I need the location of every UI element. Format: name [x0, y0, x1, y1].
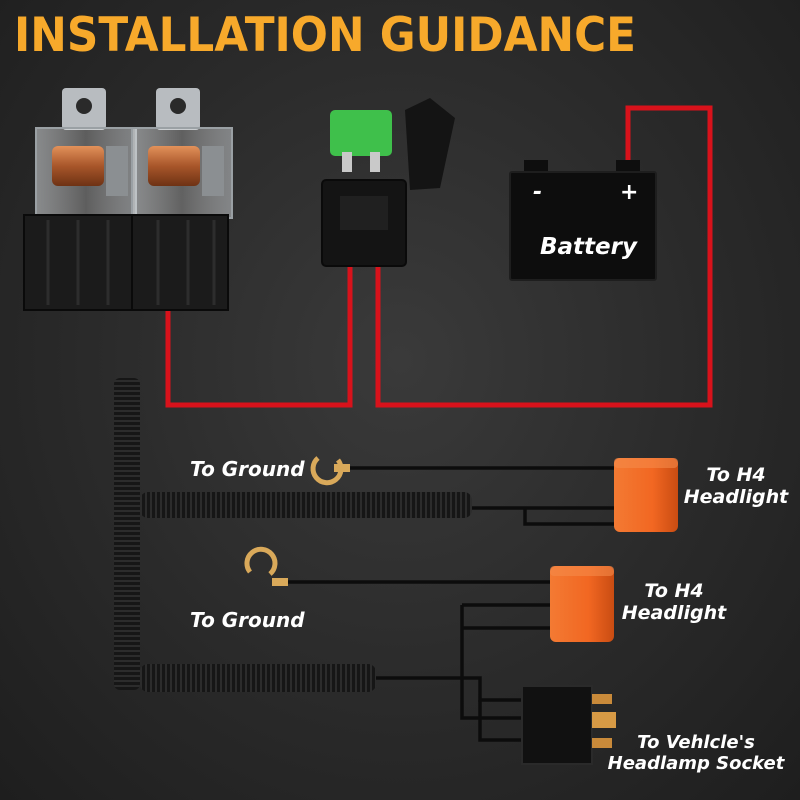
wire-loom [114, 378, 472, 692]
ring-terminal-1 [310, 456, 350, 486]
headlight-1-label-line1: To H4 [706, 464, 766, 486]
headlight-2-wire-b [460, 605, 522, 720]
socket-label-line1: To Vehlcle's [637, 732, 755, 753]
socket-label: To Vehlcle's Headlamp Socket [600, 732, 792, 774]
headlight-1-label-line2: Headlight [683, 486, 789, 508]
red-wire-fuse-to-battery [375, 105, 713, 408]
fuse-holder [321, 98, 455, 267]
relay-2-coil [148, 146, 200, 186]
to-ground-label-1: To Ground [190, 457, 305, 481]
red-wire-relay-to-fuse [165, 262, 353, 408]
page-title: INSTALLATION GUIDANCE [14, 8, 637, 63]
headlight-2-label-line1: To H4 [644, 580, 704, 602]
relay-2-socket [131, 214, 229, 311]
battery-label: Battery [540, 234, 637, 260]
battery-body [509, 171, 657, 281]
battery [509, 160, 657, 281]
socket-wire-b [478, 700, 522, 742]
headlight-1-wire-b [523, 508, 614, 526]
to-ground-label-2: To Ground [190, 608, 305, 632]
headlight-2-label: To H4 Headlight [620, 580, 728, 624]
red-wires [165, 105, 713, 408]
relay-1-coil [52, 146, 104, 186]
headlight-1-label: To H4 Headlight [682, 464, 790, 508]
loom-branch-lower [140, 664, 376, 692]
loom-vertical [114, 378, 140, 690]
fuse-holder-cap [405, 98, 455, 190]
headlight-2-label-line2: Headlight [621, 602, 727, 624]
loom-branch-upper [140, 492, 472, 518]
battery-plus-label: + [620, 180, 639, 205]
black-wires [288, 466, 614, 742]
fuse-icon [330, 110, 392, 156]
vehicle-socket-plug [521, 685, 616, 765]
relay-2 [131, 88, 233, 311]
ring-terminal-2 [244, 546, 288, 586]
relay-1 [23, 88, 137, 311]
socket-label-line2: Headlamp Socket [607, 753, 785, 774]
socket-wire-a [375, 676, 522, 702]
h4-connector-2 [550, 566, 614, 642]
h4-connector-1 [614, 458, 678, 532]
battery-minus-label: - [533, 180, 543, 205]
